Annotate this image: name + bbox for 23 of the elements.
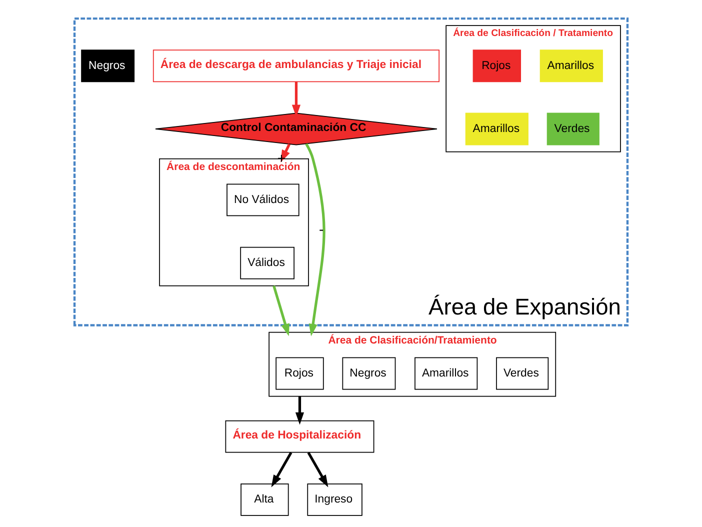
node-box: Rojos xyxy=(472,50,521,82)
node-box: Amarillos xyxy=(414,357,478,390)
node-box: Verdes xyxy=(546,112,600,146)
arrow xyxy=(307,452,328,488)
node-box: Amarillos xyxy=(465,112,528,146)
edge-label: - xyxy=(318,221,324,238)
node-box: Área de Hospitalización xyxy=(225,420,374,453)
arrow xyxy=(280,144,291,162)
node-box: Alta xyxy=(240,483,289,516)
node-box: Válidos xyxy=(240,246,294,280)
node-box: Área de descarga de ambulancias y Triaje inicial xyxy=(152,50,440,82)
arrow xyxy=(295,396,304,425)
node-box: Ingreso xyxy=(307,483,362,516)
node-box: Rojos xyxy=(276,357,324,390)
node-diamond: Control Contaminación CC xyxy=(155,112,438,146)
arrow xyxy=(271,452,292,488)
arrow xyxy=(305,143,326,336)
node-box: Negros xyxy=(81,50,135,82)
node-box: Negros xyxy=(342,357,396,390)
node-box: No Válidos xyxy=(226,184,300,216)
arrow xyxy=(272,285,290,336)
node-box: Verdes xyxy=(496,357,549,390)
node-box: Amarillos xyxy=(540,50,603,82)
